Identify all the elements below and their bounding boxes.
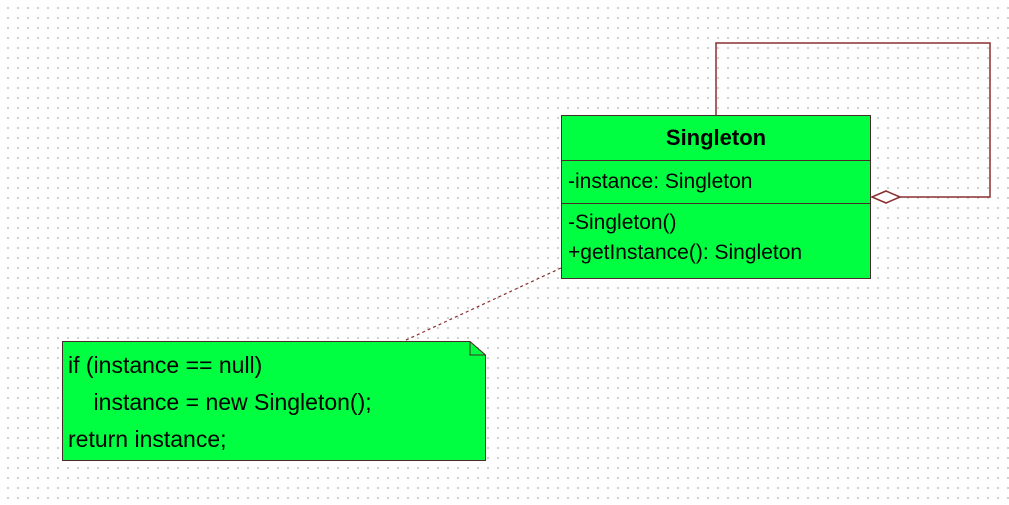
singleton-class-box[interactable]: Singleton -instance: Singleton -Singleto…	[561, 115, 871, 279]
note-fold-corner	[469, 341, 486, 356]
class-name: Singleton	[562, 116, 870, 161]
note-anchor-line[interactable]	[403, 267, 562, 342]
code-note[interactable]: if (instance == null) instance = new Sin…	[62, 341, 486, 461]
operation-get-instance: +getInstance(): Singleton	[568, 241, 803, 264]
note-shape	[62, 341, 486, 461]
attribute-instance: -instance: Singleton	[568, 170, 753, 193]
operation-constructor: -Singleton()	[568, 211, 677, 234]
class-operations-section: -Singleton() +getInstance(): Singleton	[562, 204, 870, 268]
self-aggregation-line[interactable]	[715, 42, 991, 198]
note-line-2: instance = new Singleton();	[68, 389, 372, 415]
class-attributes-section: -instance: Singleton	[562, 161, 870, 204]
note-line-3: return instance;	[68, 426, 227, 452]
aggregation-diamond-icon	[870, 190, 902, 204]
note-text: if (instance == null) instance = new Sin…	[68, 347, 372, 458]
note-line-1: if (instance == null)	[68, 352, 263, 378]
